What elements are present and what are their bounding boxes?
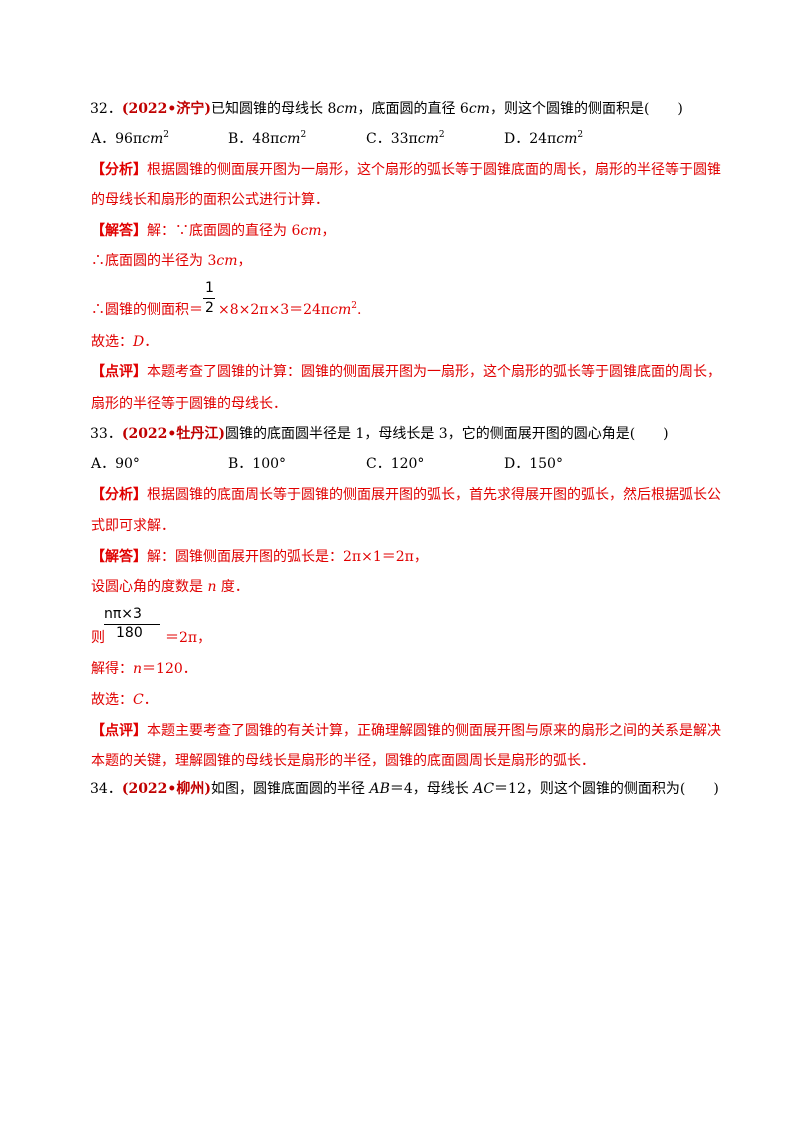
q33-frac-den: 180 bbox=[116, 625, 143, 641]
q32-answer-line-1: 【解答】解：∵底面圆的直径为 6cm， bbox=[91, 223, 336, 239]
q32-answer-line-2: ∴底面圆的半径为 3cm， bbox=[91, 253, 252, 269]
q32-option-d: D．24πcm2 bbox=[504, 130, 584, 148]
q33-option-b: B．100° bbox=[228, 456, 287, 472]
q32-frac-num: 1 bbox=[205, 280, 214, 296]
q33-choose: 故选：C． bbox=[91, 692, 158, 708]
q32-option-b: B．48πcm2 bbox=[228, 130, 307, 148]
q32-analysis-line-2: 的母线长和扇形的面积公式进行计算． bbox=[91, 192, 329, 208]
q32-choose: 故选：D． bbox=[91, 334, 159, 350]
q32-number: 32． bbox=[90, 101, 122, 117]
q33-comment-line-2: 本题的关键，理解圆锥的母线长是扇形的半径，圆锥的底面圆周长是扇形的弧长． bbox=[91, 753, 595, 769]
q32-answer-line-3: ∴圆锥的侧面积＝ bbox=[91, 302, 203, 318]
q33-number: 33． bbox=[90, 426, 122, 442]
q32-answer-line-3-rest: ×8×2π×3＝24πcm2. bbox=[218, 301, 362, 319]
q32-comment-line-2: 扇形的半径等于圆锥的母线长． bbox=[91, 396, 287, 412]
q32-frac-den: 2 bbox=[205, 300, 214, 316]
q32-stem: 32．(2022•济宁)已知圆锥的母线长 8cm，底面圆的直径 6cm，则这个圆… bbox=[90, 101, 683, 117]
q33-frac-bar bbox=[104, 624, 160, 625]
q33-option-c: C．120° bbox=[366, 456, 425, 472]
q33-frac-num: nπ×3 bbox=[104, 606, 142, 622]
q33-source: (2022•牡丹江) bbox=[121, 426, 225, 442]
q33-analysis-line-1: 【分析】根据圆锥的底面周长等于圆锥的侧面展开图的弧长，首先求得展开图的弧长，然后… bbox=[91, 487, 721, 503]
q33-stem: 33．(2022•牡丹江)圆锥的底面圆半径是 1，母线长是 3，它的侧面展开图的… bbox=[90, 426, 669, 442]
q33-comment-line-1: 【点评】本题主要考查了圆锥的有关计算，正确理解圆锥的侧面展开图与原来的扇形之间的… bbox=[91, 723, 721, 739]
q34-stem: 34．(2022•柳州)如图，圆锥底面圆的半径 AB＝4，母线长 AC＝12，则… bbox=[90, 781, 719, 797]
q33-option-a: A．90° bbox=[91, 456, 140, 472]
q32-comment-line-1: 【点评】本题考查了圆锥的计算：圆锥的侧面展开图为一扇形，这个扇形的弧长等于圆锥底… bbox=[91, 364, 721, 380]
q32-source: (2022•济宁) bbox=[121, 101, 211, 117]
q33-solve: 解得：n＝120． bbox=[91, 661, 197, 677]
q32-frac-bar bbox=[203, 298, 215, 299]
q33-option-d: D．150° bbox=[504, 456, 563, 472]
q33-then: 则 bbox=[91, 630, 105, 646]
q33-eq-rest: ＝2π， bbox=[165, 630, 212, 646]
q32-analysis-line-1: 【分析】根据圆锥的侧面展开图为一扇形，这个扇形的弧长等于圆锥底面的周长，扇形的半… bbox=[91, 162, 721, 178]
q32-option-a: A．96πcm2 bbox=[91, 130, 169, 148]
q33-answer-line-1: 【解答】解：圆锥侧面展开图的弧长是：2π×1＝2π， bbox=[91, 549, 428, 565]
q34-source: (2022•柳州) bbox=[121, 781, 211, 797]
q33-analysis-line-2: 式即可求解． bbox=[91, 518, 175, 534]
q33-answer-line-2: 设圆心角的度数是 n 度． bbox=[91, 579, 249, 595]
q32-option-c: C．33πcm2 bbox=[366, 130, 445, 148]
q34-number: 34． bbox=[90, 781, 122, 797]
